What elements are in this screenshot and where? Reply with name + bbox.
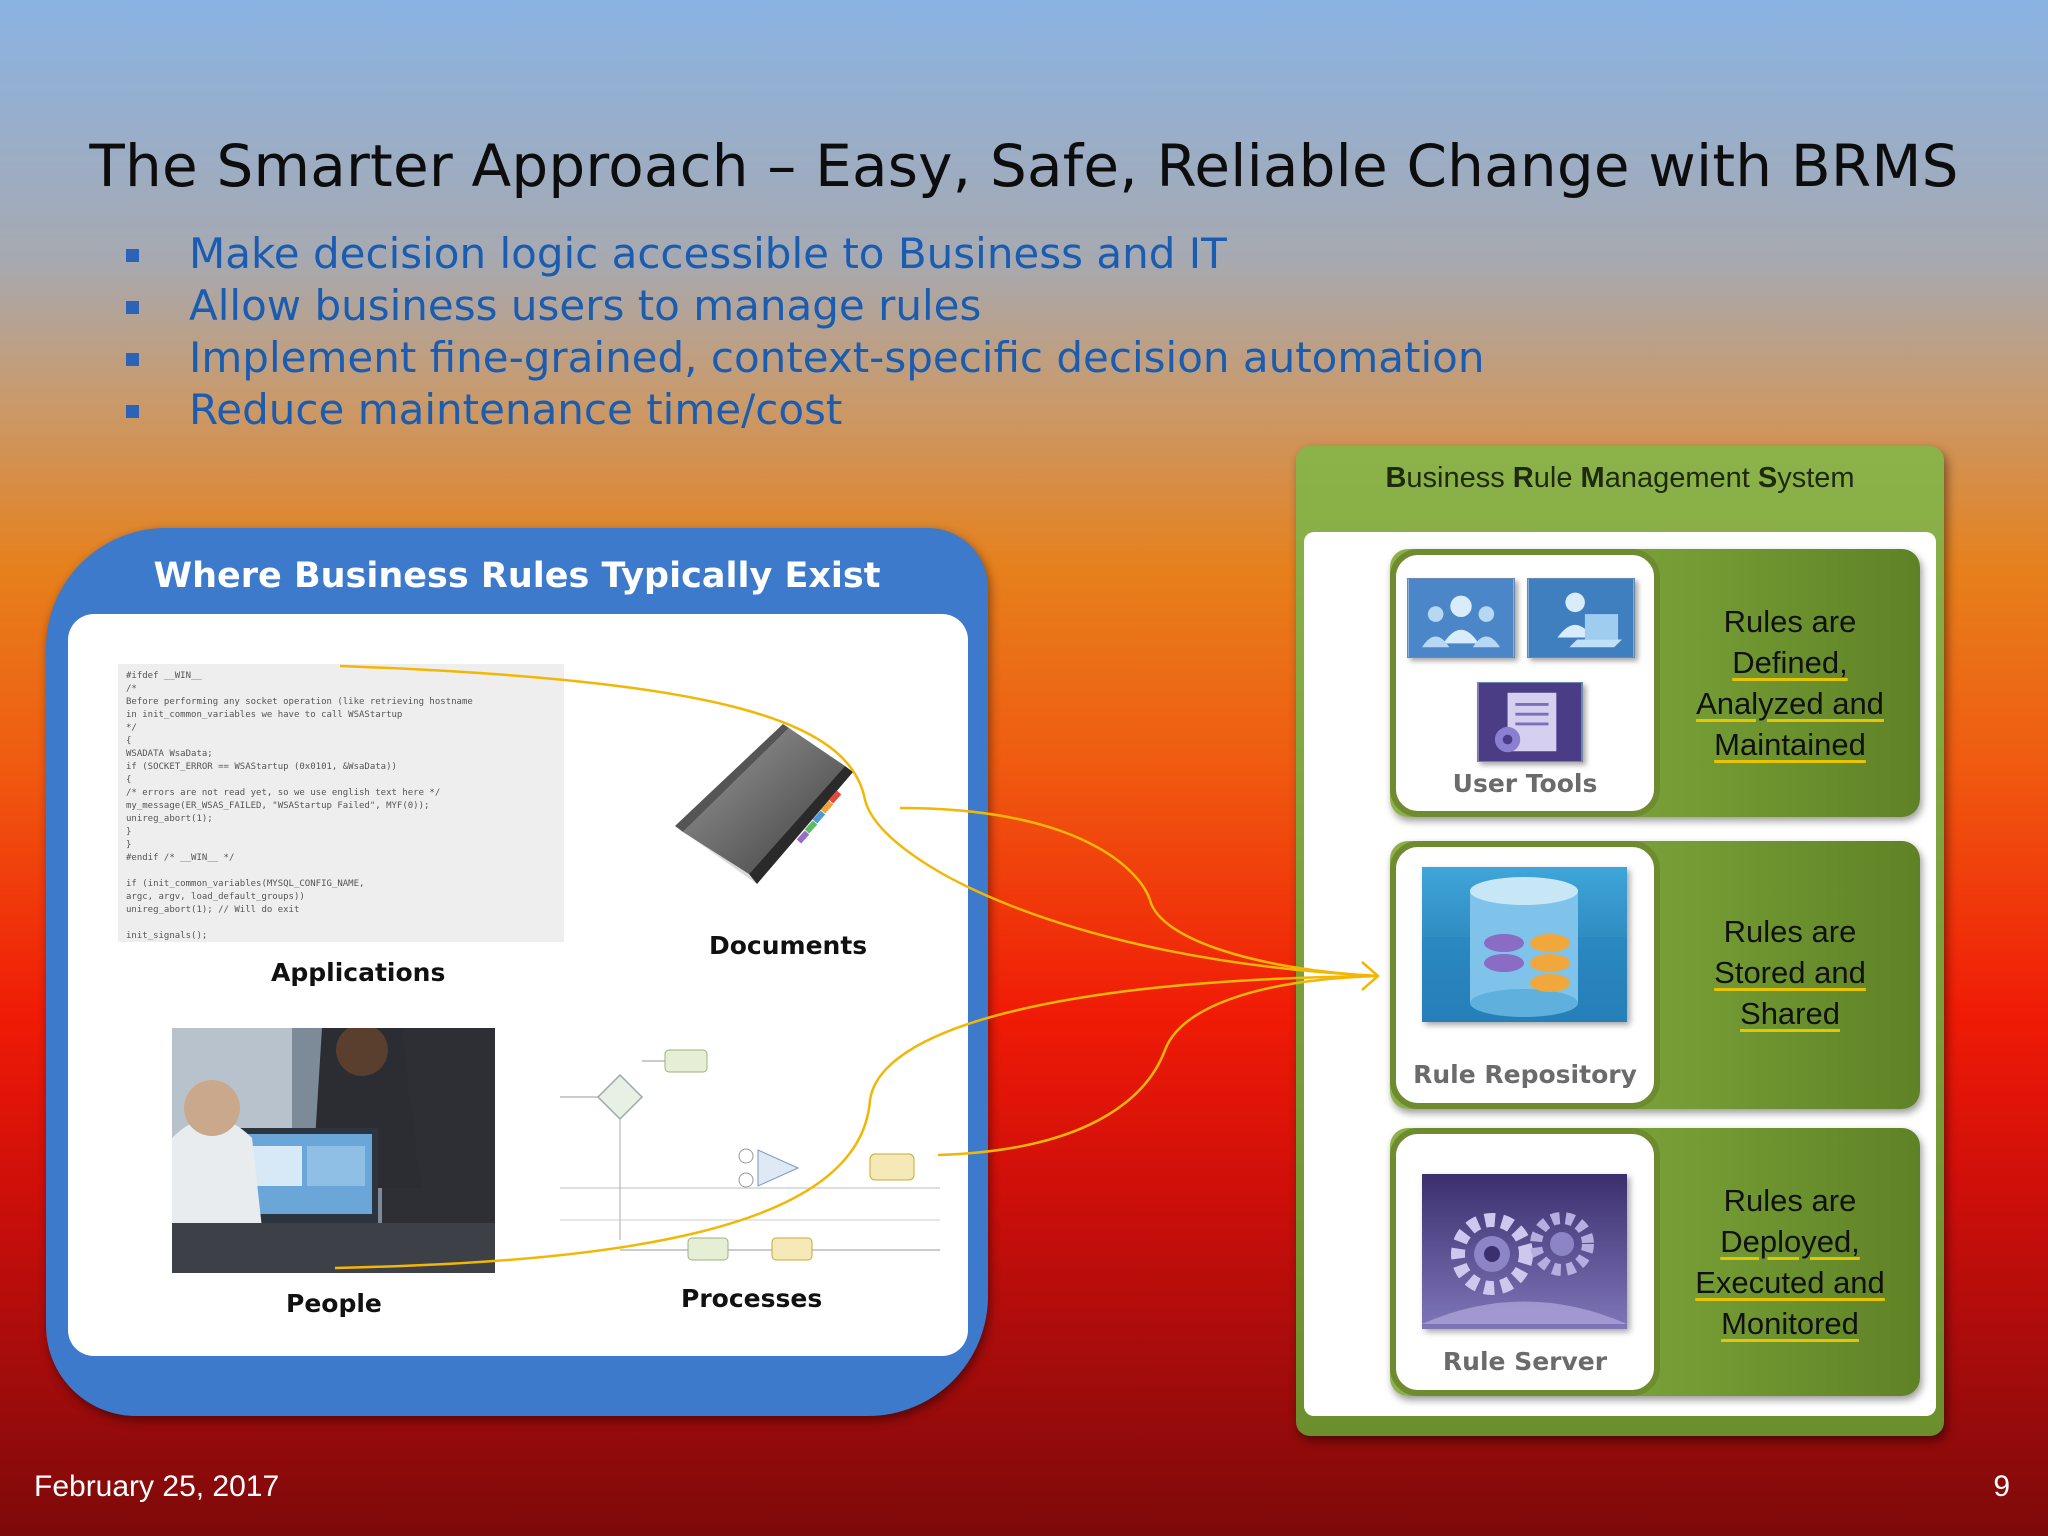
people-label: People <box>286 1289 382 1318</box>
description-line: Monitored <box>1721 1306 1859 1341</box>
bullet-list: Make decision logic accessible to Busine… <box>125 228 1484 436</box>
arrow-from-applications <box>339 664 1379 978</box>
rule-server-box: Rule Server <box>1390 1128 1660 1396</box>
code-line: if (SOCKET_ERROR == WSAStartup (0x0101, … <box>126 762 397 772</box>
description-line: Maintained <box>1714 727 1866 762</box>
code-line: { <box>126 775 132 785</box>
brms-title-word: usiness <box>1406 462 1513 494</box>
brms-title-initial: M <box>1580 462 1605 494</box>
page-number: 9 <box>1993 1470 2010 1503</box>
rule-repository-description: Rules are Stored and Shared <box>1660 841 1920 1109</box>
bullet-square-icon <box>126 249 139 262</box>
code-line: } <box>126 827 132 837</box>
brms-title-word: ystem <box>1777 462 1855 494</box>
processes-label: Processes <box>681 1284 823 1313</box>
rule-repository-label: Rule Repository <box>1413 1060 1637 1089</box>
description-line: Stored and <box>1714 955 1866 990</box>
arrow-from-processes <box>937 974 1379 1157</box>
code-line: init_signals(); <box>126 931 208 941</box>
user-tools-card: User Tools Rules are Defined, Analyzed a… <box>1390 549 1920 817</box>
process-diagram-image <box>560 1049 940 1261</box>
description-line: Defined, <box>1732 645 1848 680</box>
brms-content: User Tools Rules are Defined, Analyzed a… <box>1304 532 1936 1416</box>
code-line: #endif /* __WIN__ */ <box>126 853 235 863</box>
bullet-square-icon <box>126 405 139 418</box>
description-line: Rules are <box>1723 1183 1857 1218</box>
bullet-text: Reduce maintenance time/cost <box>189 385 843 434</box>
rule-server-description: Rules are Deployed, Executed and Monitor… <box>1660 1128 1920 1396</box>
code-line: argc, argv, load_default_groups)) <box>126 892 305 902</box>
rule-repository-box: Rule Repository <box>1390 841 1660 1109</box>
rules-location-title: Where Business Rules Typically Exist <box>153 556 881 596</box>
gears-icon <box>1422 1174 1627 1329</box>
code-line: my_message(ER_WSAS_FAILED, "WSAStartup F… <box>126 801 430 811</box>
bullet-square-icon <box>126 353 139 366</box>
bullet-item: Make decision logic accessible to Busine… <box>125 228 1484 280</box>
code-line: } <box>126 840 132 850</box>
application-code-image: #ifdef __WIN__ /* Before performing any … <box>118 664 564 942</box>
brms-title-initial: S <box>1757 462 1778 494</box>
bullet-item: Reduce maintenance time/cost <box>125 384 1484 436</box>
rule-server-label: Rule Server <box>1442 1347 1608 1376</box>
code-line: in init_common_variables we have to call… <box>126 710 403 720</box>
user-tools-description: Rules are Defined, Analyzed and Maintain… <box>1660 549 1920 817</box>
user-tools-label: User Tools <box>1452 769 1598 798</box>
description-line: Rules are <box>1723 604 1857 639</box>
code-line: /* <box>126 684 137 694</box>
brms-title-initial: B <box>1385 462 1407 494</box>
code-line: WSADATA WsaData; <box>126 749 213 759</box>
bullet-square-icon <box>126 301 139 314</box>
code-line: unireg_abort(1); // Will do exit <box>126 905 300 915</box>
people-photo <box>172 1028 495 1273</box>
footer-date: February 25, 2017 <box>34 1470 280 1503</box>
arrow-from-documents <box>899 806 1379 978</box>
applications-label: Applications <box>271 958 446 987</box>
code-line: Before performing any socket operation (… <box>126 697 473 707</box>
documents-label: Documents <box>709 931 868 960</box>
slide-title: The Smarter Approach – Easy, Safe, Relia… <box>89 132 1959 200</box>
user-tools-box: User Tools <box>1390 549 1660 817</box>
brms-title-word: ule <box>1533 462 1581 494</box>
user-laptop-icon <box>1527 578 1635 658</box>
description-line: Executed and <box>1695 1265 1885 1300</box>
brms-title-word: anagement <box>1604 462 1758 494</box>
bullet-item: Implement fine-grained, context-specific… <box>125 332 1484 384</box>
brms-title: Business Rule Management System <box>1296 462 1944 495</box>
rule-repository-card: Rule Repository Rules are Stored and Sha… <box>1390 841 1920 1109</box>
description-line: Deployed, <box>1720 1224 1860 1259</box>
code-line: if (init_common_variables(MYSQL_CONFIG_N… <box>126 879 365 889</box>
bullet-text: Allow business users to manage rules <box>189 281 982 330</box>
arrow-from-people <box>334 974 1379 1270</box>
code-line: unireg_abort(1); <box>126 814 213 824</box>
code-line: #ifdef __WIN__ <box>126 671 202 681</box>
description-line: Rules are <box>1723 914 1857 949</box>
rule-server-card: Rule Server Rules are Deployed, Executed… <box>1390 1128 1920 1396</box>
arrowhead-icon <box>1361 961 1380 991</box>
description-line: Shared <box>1740 996 1840 1031</box>
code-line: /* errors are not read yet, so we use en… <box>126 788 441 798</box>
brms-panel: Business Rule Management System <box>1296 446 1944 1436</box>
code-line: { <box>126 736 132 746</box>
document-stack-icon <box>1477 682 1583 762</box>
binder-icon <box>675 724 853 884</box>
brms-title-initial: R <box>1512 462 1534 494</box>
bullet-item: Allow business users to manage rules <box>125 280 1484 332</box>
description-line: Analyzed and <box>1696 686 1884 721</box>
bullet-text: Make decision logic accessible to Busine… <box>189 229 1227 278</box>
users-icon <box>1407 578 1515 658</box>
code-line: */ <box>126 723 137 733</box>
bullet-text: Implement fine-grained, context-specific… <box>189 333 1485 382</box>
database-icon <box>1422 867 1627 1022</box>
